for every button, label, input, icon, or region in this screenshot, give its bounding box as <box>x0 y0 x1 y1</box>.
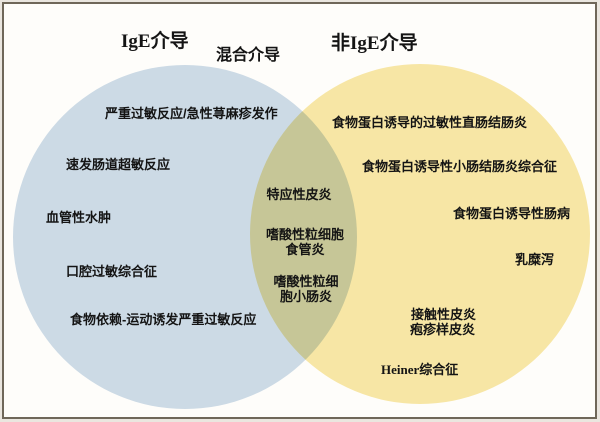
label-ige-item: 口腔过敏综合征 <box>66 264 158 279</box>
title-non-ige-mediated: 非IgE介导 <box>331 33 418 54</box>
label-mixed-item: 嗜酸性粒细胞食管炎 <box>265 227 345 258</box>
label-ige-item: 血管性水肿 <box>46 210 112 225</box>
label-mixed-item: 嗜酸性粒细胞小肠炎 <box>273 274 339 305</box>
label-non-ige-item: 乳糜泻 <box>515 252 555 267</box>
label-non-ige-item: 食物蛋白诱导性肠病 <box>453 206 571 221</box>
label-non-ige-item: Heiner综合征 <box>381 362 459 377</box>
title-ige-mediated: IgE介导 <box>121 31 189 52</box>
label-non-ige-item: 食物蛋白诱导性小肠结肠炎综合征 <box>362 159 558 174</box>
label-ige-item: 食物依赖-运动诱发严重过敏反应 <box>70 312 257 327</box>
label-non-ige-item: 接触性皮炎 <box>411 307 477 322</box>
non-ige-mediated-circle <box>250 64 590 404</box>
label-mixed-item: 特应性皮炎 <box>266 187 332 202</box>
label-ige-item: 严重过敏反应/急性荨麻疹发作 <box>105 106 278 121</box>
diagram-frame: IgE介导 混合介导 非IgE介导 严重过敏反应/急性荨麻疹发作速发肠道超敏反应… <box>2 2 597 419</box>
label-non-ige-item: 疱疹样皮炎 <box>410 322 476 337</box>
label-ige-item: 速发肠道超敏反应 <box>66 157 171 172</box>
label-non-ige-item: 食物蛋白诱导的过敏性直肠结肠炎 <box>332 115 528 130</box>
title-mixed-mediated: 混合介导 <box>216 47 281 64</box>
